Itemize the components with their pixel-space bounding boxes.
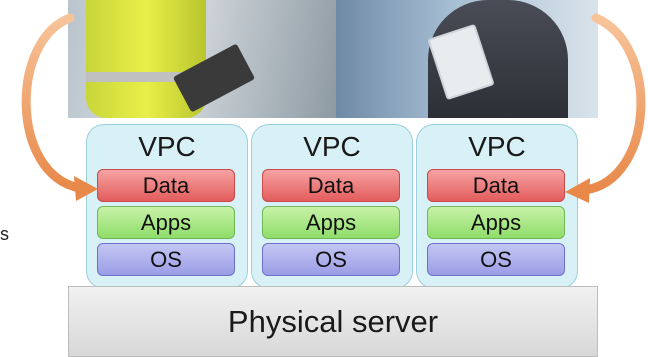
os-layer: OS (427, 243, 565, 276)
left-arrow-icon (21, 13, 85, 193)
vpc-title: VPC (468, 131, 526, 162)
vpc-title: VPC (138, 131, 196, 162)
photo-businesswoman (336, 0, 598, 118)
vpc-box-1: VPC Data Apps OS (86, 124, 248, 289)
right-arrow-icon (580, 13, 646, 195)
apps-layer: Apps (427, 206, 565, 239)
vpc-box-2: VPC Data Apps OS (251, 124, 413, 289)
right-arrowhead-icon (565, 178, 590, 203)
os-layer: OS (97, 243, 235, 276)
apps-layer: Apps (97, 206, 235, 239)
data-layer: Data (262, 169, 400, 202)
data-layer: Data (427, 169, 565, 202)
vest-stripe (86, 72, 206, 82)
photo-worker (68, 0, 336, 118)
vpc-box-3: VPC Data Apps OS (416, 124, 578, 289)
vpc-title: VPC (303, 131, 361, 162)
data-layer: Data (97, 169, 235, 202)
edge-text: s (0, 224, 9, 244)
os-layer: OS (262, 243, 400, 276)
left-arrowhead-icon (74, 176, 98, 201)
apps-layer: Apps (262, 206, 400, 239)
